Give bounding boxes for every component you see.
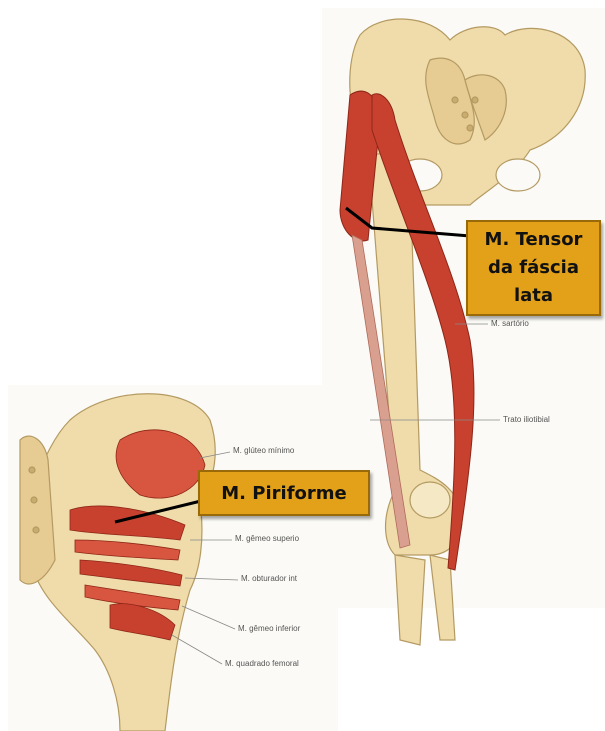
tensor-callout-line2: da fáscia — [488, 254, 579, 282]
gemeo-inf-label: M. gêmeo inferior — [238, 624, 300, 633]
tensor-fasciae-latae-callout: M. Tensor da fáscia lata — [466, 220, 601, 316]
obturador-label: M. obturador int — [241, 574, 297, 583]
gluteo-label: M. glúteo mínimo — [233, 446, 294, 455]
gemeo-sup-label: M. gêmeo superio — [235, 534, 299, 543]
piriforme-callout-text: M. Piriforme — [221, 483, 346, 504]
trato-label: Trato iliotibial — [503, 415, 550, 424]
sartorio-label: M. sartório — [491, 319, 529, 328]
piriformis-callout: M. Piriforme — [198, 470, 370, 516]
tensor-callout-line3: lata — [514, 282, 553, 310]
quadrado-label: M. quadrado femoral — [225, 659, 299, 668]
tensor-callout-line1: M. Tensor — [485, 226, 583, 254]
